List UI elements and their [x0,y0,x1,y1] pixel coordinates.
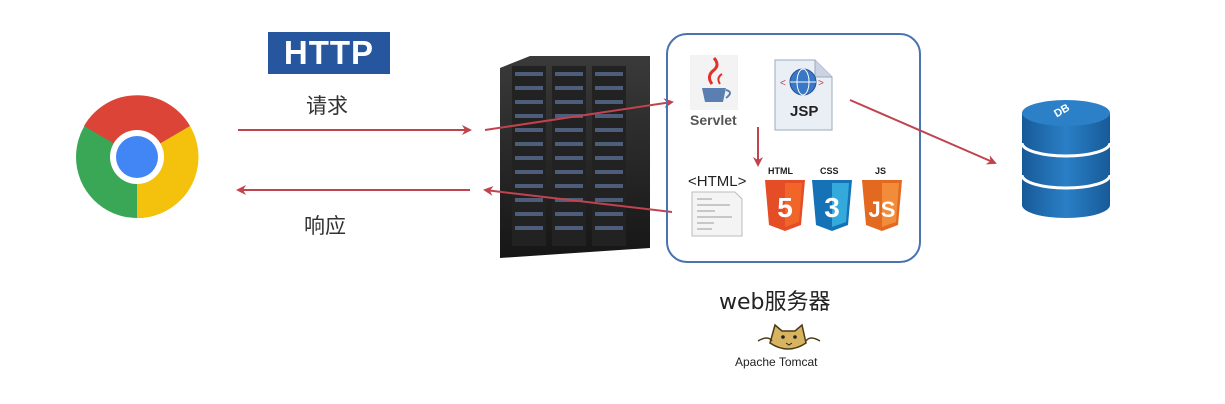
response-label: 响应 [304,214,346,238]
web-server-label: web服务器 [719,290,831,315]
svg-text:5: 5 [777,192,793,223]
jsp-label: JSP [790,103,819,120]
jsp-file-icon: < > [774,59,833,131]
css3-shield-icon: 3 [812,180,852,231]
jsp-to-db-arrow [849,99,997,165]
html5-shield-icon: 5 [765,180,805,231]
web-server-box [666,33,921,263]
tomcat-cat-icon [757,323,821,350]
html-document-icon [691,191,743,237]
svg-text:<: < [780,78,786,89]
css3-label: CSS [820,166,839,176]
html5-label: HTML [768,166,793,176]
database-cylinder-icon [1020,100,1112,218]
chrome-browser-icon [76,95,199,219]
http-badge: HTTP [268,32,390,74]
js-label: JS [875,166,887,176]
html-document-label: <HTML> [688,173,747,190]
servlet-label: Servlet [690,112,737,128]
java-cup-icon [690,55,738,110]
svg-text:3: 3 [824,192,840,223]
js-shield-icon: JS [862,180,902,231]
html-to-rack-arrow [483,185,673,213]
server-rack-icon [500,56,650,258]
request-label: 请求 [306,94,348,118]
tomcat-label: Apache Tomcat [735,355,818,369]
svg-text:JS: JS [869,197,896,222]
rack-to-servlet-arrow [484,98,674,131]
svg-text:>: > [818,78,824,89]
